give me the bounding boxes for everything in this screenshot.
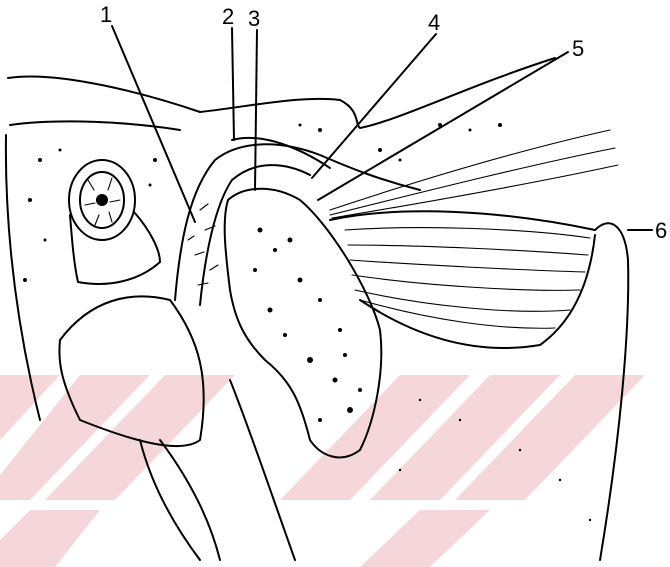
- label-2: 2: [222, 4, 234, 29]
- label-6: 6: [655, 218, 667, 243]
- ear-canal: [69, 160, 160, 284]
- watermark: [0, 375, 645, 567]
- temporal-bone: [6, 58, 555, 420]
- label-3: 3: [248, 6, 260, 31]
- label-1: 1: [100, 2, 112, 27]
- label-4: 4: [428, 10, 440, 35]
- lateral-pterygoid-muscle: [330, 130, 618, 348]
- label-5: 5: [572, 36, 584, 61]
- articular-disc: [175, 138, 420, 305]
